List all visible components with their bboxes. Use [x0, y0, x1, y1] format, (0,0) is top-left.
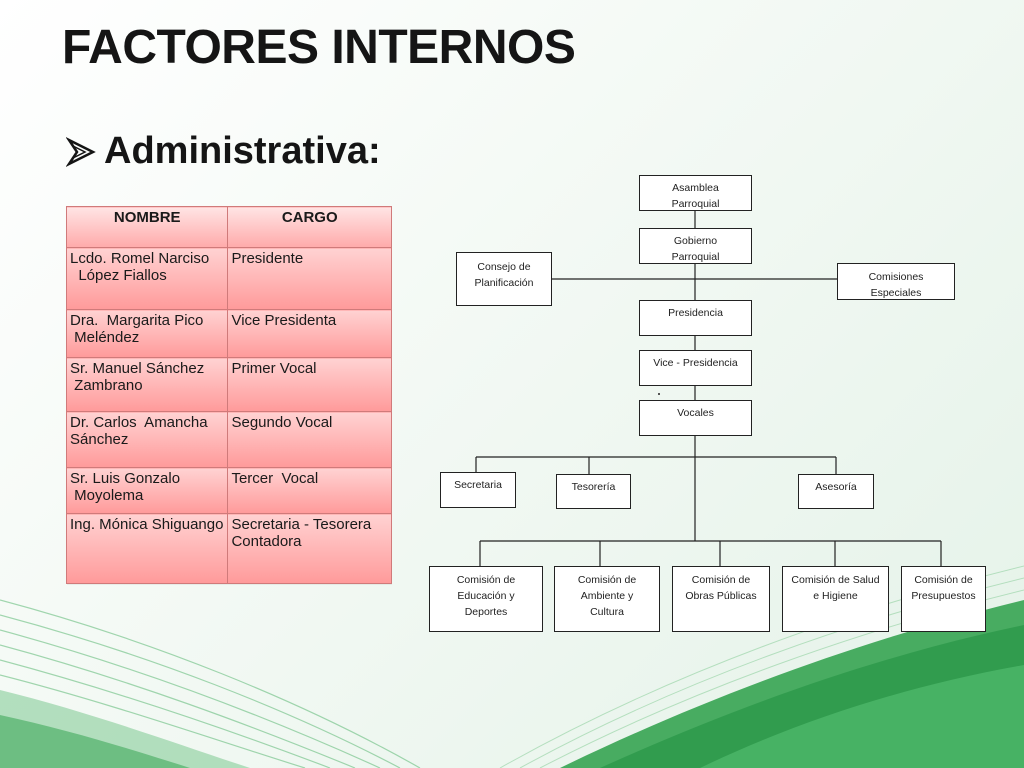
org-box-comision-obras: Comisión de Obras Públicas — [672, 566, 770, 632]
table-row: Ing. Mónica Shiguango Secretaria - Tesor… — [65, 513, 392, 584]
name-line: Ing. Mónica Shiguango — [70, 516, 224, 533]
table-header-row: NOMBRE CARGO — [65, 206, 392, 248]
org-label: Asesoría — [815, 481, 857, 493]
org-label: Obras Públicas — [685, 590, 757, 602]
org-box-comision-salud: Comisión de Salud e Higiene — [782, 566, 889, 632]
org-box-comision-educacion: Comisión de Educación y Deportes — [429, 566, 543, 632]
org-label: Secretaria — [454, 479, 502, 491]
slide-subtitle: Administrativa: — [104, 130, 381, 172]
slide-title: FACTORES INTERNOS — [62, 21, 576, 74]
org-label: Planificación — [474, 277, 534, 289]
role-line: Secretaria - Tesorera — [231, 516, 372, 533]
name-cell: Dra. Margarita Pico Meléndez — [65, 309, 229, 358]
stray-dot — [658, 393, 660, 395]
org-label: Comisión de — [691, 574, 751, 586]
name-line: Dra. Margarita Pico — [70, 312, 204, 329]
org-box-vice-presidencia: Vice - Presidencia — [639, 350, 752, 386]
role-cell: Presidente — [227, 247, 392, 310]
name-line: Sr. Luis Gonzalo — [70, 470, 181, 487]
org-label: Presidencia — [668, 307, 723, 319]
role-line: Contadora — [231, 533, 302, 550]
org-label: Comisión de Salud — [791, 574, 880, 586]
table-row: Dra. Margarita Pico Meléndez Vice Presid… — [65, 309, 392, 358]
name-line: Moyolema — [70, 487, 144, 504]
org-label: Deportes — [464, 606, 508, 618]
role-line: Primer Vocal — [231, 360, 317, 377]
officers-table: NOMBRE CARGO Lcdo. Romel Narciso López F… — [65, 206, 392, 584]
org-label: Presupuestos — [911, 590, 976, 602]
org-label: Gobierno — [673, 235, 718, 247]
name-line: Zambrano — [70, 377, 143, 394]
org-box-secretaria: Secretaria — [440, 472, 516, 508]
name-cell: Sr. Luis Gonzalo Moyolema — [65, 467, 229, 514]
org-label: e Higiene — [813, 590, 858, 602]
header-nombre: NOMBRE — [65, 206, 229, 248]
org-label: Consejo de — [477, 261, 531, 273]
name-line: Sánchez — [70, 431, 129, 448]
table-row: Dr. Carlos Amancha Sánchez Segundo Vocal — [65, 411, 392, 468]
arrow-bullet-icon — [66, 136, 96, 167]
org-label: Parroquial — [671, 198, 720, 210]
org-box-presidencia: Presidencia — [639, 300, 752, 336]
name-line: Meléndez — [70, 329, 140, 346]
org-box-consejo-planificacion: Consejo de Planificación — [456, 252, 552, 306]
role-line: Presidente — [231, 250, 304, 267]
org-label: Comisión de — [914, 574, 973, 586]
org-box-tesoreria: Tesorería — [556, 474, 631, 509]
subtitle-row: Administrativa: — [66, 130, 381, 173]
org-label: Asamblea — [672, 182, 719, 194]
org-box-asesoria: Asesoría — [798, 474, 874, 509]
org-label: Cultura — [590, 606, 624, 618]
role-line: Segundo Vocal — [231, 414, 333, 431]
name-cell: Dr. Carlos Amancha Sánchez — [65, 411, 229, 468]
org-box-comision-ambiente: Comisión de Ambiente y Cultura — [554, 566, 660, 632]
name-line: Sr. Manuel Sánchez — [70, 360, 205, 377]
role-line: Vice Presidenta — [231, 312, 337, 329]
org-box-vocales: Vocales — [639, 400, 752, 436]
org-label: Comisión de — [456, 574, 516, 586]
org-label: Parroquial — [671, 251, 720, 263]
name-line: Lcdo. Romel Narciso — [70, 250, 210, 267]
org-box-comision-presupuestos: Comisión de Presupuestos — [901, 566, 986, 632]
org-label: Educación y — [457, 590, 515, 602]
role-cell: Primer Vocal — [227, 357, 392, 412]
role-cell: Secretaria - Tesorera Contadora — [227, 513, 392, 584]
name-cell: Sr. Manuel Sánchez Zambrano — [65, 357, 229, 412]
name-line: López Fiallos — [70, 267, 167, 284]
table-row: Sr. Luis Gonzalo Moyolema Tercer Vocal — [65, 467, 392, 514]
org-label: Vocales — [677, 407, 714, 419]
name-line: Dr. Carlos Amancha — [70, 414, 208, 431]
table-row: Lcdo. Romel Narciso López Fiallos Presid… — [65, 247, 392, 310]
table-row: Sr. Manuel Sánchez Zambrano Primer Vocal — [65, 357, 392, 412]
name-cell: Lcdo. Romel Narciso López Fiallos — [65, 247, 229, 310]
org-label: Ambiente y — [580, 590, 634, 602]
name-cell: Ing. Mónica Shiguango — [65, 513, 229, 584]
role-cell: Vice Presidenta — [227, 309, 392, 358]
org-label: Vice - Presidencia — [653, 357, 738, 369]
org-label: Tesorería — [571, 481, 616, 493]
role-cell: Segundo Vocal — [227, 411, 392, 468]
org-label: Comisión de — [577, 574, 637, 586]
org-label: Especiales — [870, 287, 922, 299]
org-label: Comisiones — [868, 271, 924, 283]
role-cell: Tercer Vocal — [227, 467, 392, 514]
header-cargo: CARGO — [227, 206, 392, 248]
role-line: Tercer Vocal — [231, 470, 319, 487]
